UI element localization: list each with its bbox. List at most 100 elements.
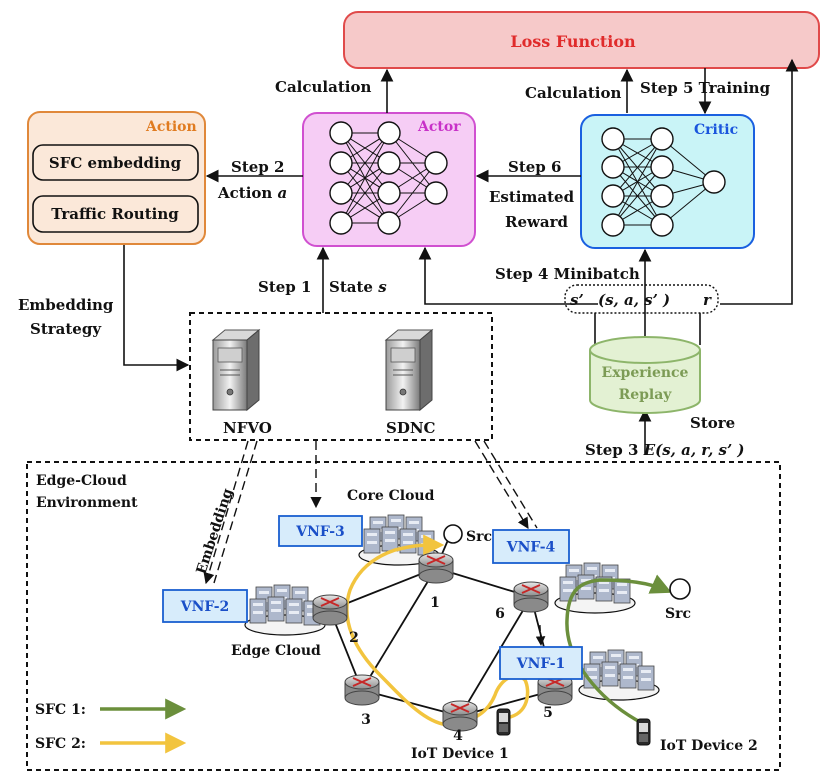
action-a-var: a — [278, 184, 288, 202]
legend-sfc1-label: SFC 1: — [35, 702, 86, 718]
vnf-label: VNF-2 — [180, 599, 230, 615]
action-a-label: Action a — [217, 184, 287, 202]
router-icon — [537, 674, 573, 706]
nn-neuron — [377, 211, 401, 235]
core-cloud-label: Core Cloud — [347, 488, 435, 504]
node-number: 4 — [453, 728, 463, 744]
experience-replay-cylinder — [589, 336, 701, 414]
replay-line2: Replay — [619, 387, 673, 403]
step5-training-label: Step 5 Training — [640, 79, 771, 97]
nn-neuron — [601, 184, 625, 208]
nn-neuron — [650, 213, 674, 237]
nn-neuron — [601, 155, 625, 179]
nfvo-server-icon — [211, 328, 261, 412]
estimated-label: Estimated — [489, 188, 575, 206]
env-title-1: Edge-Cloud — [36, 473, 127, 489]
edge-cloud-label: Edge Cloud — [231, 643, 321, 659]
nn-neuron — [650, 127, 674, 151]
node-number: 1 — [430, 595, 440, 611]
loss-function-box — [343, 11, 820, 69]
calculation-critic-label: Calculation — [525, 84, 621, 102]
nn-neuron — [377, 181, 401, 205]
state-s-prefix: State — [329, 278, 378, 296]
src-right-label: Src — [665, 606, 691, 622]
node-number: 5 — [543, 705, 553, 721]
step3-label: Step 3 E(s, a, r, s’ ) — [585, 441, 745, 459]
minibatch-s-prime: s’ — [570, 291, 584, 309]
router-icon — [513, 581, 549, 613]
sfc-embedding-label: SFC embedding — [49, 154, 182, 172]
traffic-routing-label: Traffic Routing — [51, 205, 179, 223]
iot-device-1-label: IoT Device 1 — [411, 746, 509, 762]
nn-neuron — [650, 155, 674, 179]
node-number: 3 — [361, 712, 371, 728]
embedding-strategy-label-2: Strategy — [30, 320, 102, 338]
src-top-node — [443, 524, 463, 544]
nn-neuron — [424, 181, 448, 205]
nn-neuron — [702, 170, 726, 194]
nn-neuron — [377, 151, 401, 175]
state-s-label: State s — [329, 278, 387, 296]
nn-neuron — [329, 151, 353, 175]
minibatch-box — [564, 284, 719, 314]
nn-neuron — [650, 184, 674, 208]
critic-title: Critic — [694, 122, 738, 138]
actor-neural-network — [329, 121, 448, 235]
step1-label: Step 1 — [258, 278, 311, 296]
action-a-prefix: Action — [217, 184, 278, 202]
critic-box — [580, 114, 755, 249]
nn-neuron — [601, 213, 625, 237]
nn-neuron — [377, 121, 401, 145]
vnf-label: VNF-4 — [506, 540, 556, 556]
router-nodes — [312, 552, 573, 732]
router-icon — [418, 552, 454, 584]
nn-neuron — [329, 181, 353, 205]
nn-neuron — [601, 127, 625, 151]
replay-line1: Experience — [602, 365, 689, 381]
legend-sfc2-label: SFC 2: — [35, 736, 86, 752]
state-s-var: s — [378, 278, 387, 296]
embedding-diagonal-label: Embedding — [194, 486, 237, 576]
nn-neuron — [424, 151, 448, 175]
iot-device-1-icon — [496, 708, 511, 736]
vnf-label: VNF-3 — [295, 524, 345, 540]
src-right-node — [669, 578, 691, 600]
traffic-routing-box — [32, 195, 199, 233]
node-number: 6 — [495, 606, 505, 622]
sdnc-label: SDNC — [386, 419, 436, 437]
minibatch-r: r — [703, 291, 712, 309]
vnf-box: VNF-4 — [492, 529, 570, 564]
edge-cloud-servers — [244, 584, 326, 636]
sdnc-server-icon — [384, 328, 434, 412]
embedding-strategy-label-1: Embedding — [18, 296, 114, 314]
node5-servers — [578, 649, 660, 701]
vnf-box: VNF-3 — [278, 515, 363, 547]
src-top-label: Src — [466, 529, 492, 545]
sfc1-path — [565, 574, 672, 724]
router-icon — [312, 594, 348, 626]
loss-function-title: Loss Function — [510, 32, 636, 51]
critic-neural-network — [601, 127, 726, 237]
env-title-2: Environment — [36, 495, 138, 511]
step3-expr: E(s, a, r, s’ ) — [643, 441, 745, 459]
iot-device-2-label: IoT Device 2 — [660, 738, 758, 754]
nn-neuron — [329, 211, 353, 235]
calculation-actor-label: Calculation — [275, 78, 371, 96]
router-icon — [344, 674, 380, 706]
router-icon — [442, 700, 478, 732]
controller-box — [189, 312, 493, 441]
action-title: Action — [145, 119, 197, 135]
step6-label: Step 6 — [508, 158, 561, 176]
step2-label: Step 2 — [231, 158, 284, 176]
step4-minibatch-label: Step 4 Minibatch — [495, 265, 640, 283]
minibatch-tuple: (s, a, s’ ) — [598, 291, 670, 309]
store-label: Store — [690, 414, 735, 432]
sfc-embedding-box — [32, 144, 199, 181]
node-number: 2 — [349, 630, 359, 646]
vnf-label: VNF-1 — [516, 656, 566, 672]
nn-neuron — [329, 121, 353, 145]
vnf-box: VNF-1 — [499, 646, 583, 680]
step3-prefix: Step 3 — [585, 441, 644, 459]
